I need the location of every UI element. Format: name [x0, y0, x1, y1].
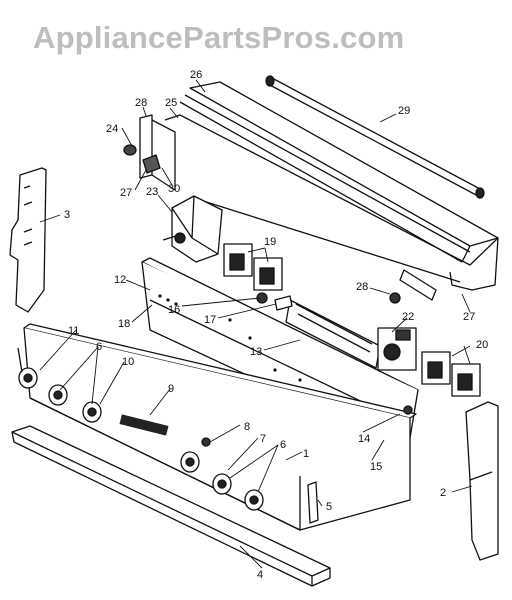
callout-19-upper: 19	[264, 236, 276, 248]
callout-27: 27	[120, 187, 132, 199]
part-clips	[123, 144, 161, 174]
callout-25: 26	[190, 69, 202, 81]
callout-11: 11	[68, 325, 79, 337]
callout-19-lower: 20	[476, 339, 488, 351]
callout-17: 17	[204, 314, 216, 326]
callout-16: 16	[168, 304, 180, 316]
callout-26: 27	[463, 311, 475, 323]
callout-28-top: 28	[135, 97, 147, 109]
part-switch-19-lower	[421, 351, 481, 397]
part-knobs	[17, 347, 264, 511]
callout-6-left: 6	[96, 341, 102, 353]
callout-24: 25	[165, 97, 177, 109]
part-rod	[265, 75, 485, 199]
callout-10: 10	[122, 356, 134, 368]
callout-labels: 26 25 28 24 27 30 29 23 3 19 28 27 12 16…	[64, 69, 488, 581]
callout-18: 18	[118, 318, 130, 330]
part-small-bracket-5	[307, 481, 319, 524]
callout-2: 2	[440, 487, 446, 499]
callout-6-right: 6	[280, 439, 286, 451]
part-switch-22	[162, 195, 223, 263]
callout-7: 7	[260, 433, 266, 445]
part-right-trim	[465, 401, 499, 561]
callout-8: 8	[244, 421, 250, 433]
callout-22: 23	[146, 186, 158, 198]
leader-lines	[39, 79, 473, 569]
callout-9: 9	[168, 383, 174, 395]
callout-5: 5	[326, 501, 332, 513]
callout-4: 4	[257, 569, 263, 581]
part-top-trim	[179, 81, 499, 263]
callout-23: 24	[106, 123, 118, 135]
part-bracket-lower	[389, 269, 437, 304]
part-front-panel	[23, 323, 417, 531]
callout-13: 13	[250, 346, 262, 358]
callout-14: 14	[358, 433, 370, 445]
part-bottom-trim	[11, 425, 331, 587]
part-bracket-top	[139, 114, 176, 191]
callout-20: 22	[402, 311, 414, 323]
callout-1: 1	[303, 448, 309, 460]
part-shafts	[256, 292, 293, 311]
part-control-panel	[141, 257, 419, 451]
part-rear-panel	[164, 114, 499, 291]
part-switch-20	[377, 327, 417, 371]
part-left-trim	[9, 167, 47, 313]
callout-28-lower: 28	[356, 281, 368, 293]
site-watermark: AppliancePartsPros.com	[33, 20, 405, 55]
callout-3: 3	[64, 209, 70, 221]
callout-12: 12	[114, 274, 126, 286]
callout-30: 30	[168, 183, 180, 195]
callout-15: 15	[370, 461, 382, 473]
callout-29: 29	[398, 105, 410, 117]
part-switch-19-upper	[223, 243, 283, 291]
